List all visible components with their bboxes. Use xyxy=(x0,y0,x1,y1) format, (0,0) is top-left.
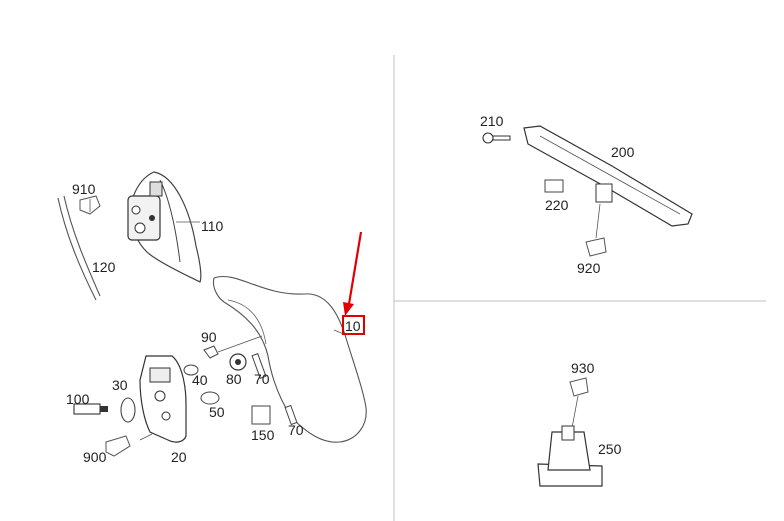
part-920-tag xyxy=(585,237,607,257)
callout-120[interactable]: 120 xyxy=(92,259,116,275)
callout-150[interactable]: 150 xyxy=(251,427,275,443)
callout-20[interactable]: 20 xyxy=(171,449,187,465)
part-50-bulb xyxy=(200,391,220,405)
callout-30[interactable]: 30 xyxy=(112,377,128,393)
leader-930 xyxy=(571,395,579,429)
callout-250[interactable]: 250 xyxy=(598,441,622,457)
callout-210[interactable]: 210 xyxy=(480,113,504,129)
callout-930[interactable]: 930 xyxy=(571,360,595,376)
part-110-housing xyxy=(127,171,202,283)
leader-90 xyxy=(217,335,263,353)
part-250-switch xyxy=(537,425,603,487)
callout-910[interactable]: 910 xyxy=(72,181,96,197)
pointer-arrow-head xyxy=(343,302,354,316)
part-930-tag xyxy=(569,377,589,397)
part-120-seal xyxy=(57,195,101,301)
callout-70-upper[interactable]: 70 xyxy=(254,371,270,387)
part-30-washer xyxy=(120,397,136,423)
callout-220[interactable]: 220 xyxy=(545,197,569,213)
part-220-nut xyxy=(544,179,564,193)
callout-10-highlight xyxy=(342,315,365,335)
callout-110[interactable]: 110 xyxy=(201,218,224,234)
callout-920[interactable]: 920 xyxy=(577,260,601,276)
callout-70-lower[interactable]: 70 xyxy=(288,422,304,438)
callout-80[interactable]: 80 xyxy=(226,371,242,387)
pointer-arrow xyxy=(347,231,363,305)
part-150-block xyxy=(251,405,271,425)
callout-100[interactable]: 100 xyxy=(66,391,90,407)
bracket-detail xyxy=(539,135,681,215)
part-200-motor xyxy=(595,183,613,203)
callout-90[interactable]: 90 xyxy=(201,329,217,345)
part-40-bulb xyxy=(183,364,199,376)
part-100-connector xyxy=(73,403,108,415)
part-80-socket xyxy=(229,353,247,371)
part-200-bracket xyxy=(523,125,693,227)
mirror-inner-line xyxy=(227,299,267,345)
callout-50[interactable]: 50 xyxy=(209,404,225,420)
callout-10[interactable]: 10 xyxy=(345,318,361,334)
callout-40[interactable]: 40 xyxy=(192,372,208,388)
callout-900[interactable]: 900 xyxy=(83,449,107,465)
part-70-clip-upper xyxy=(251,353,267,379)
callout-200[interactable]: 200 xyxy=(611,144,635,160)
part-90-bulb xyxy=(203,345,219,359)
part-10-mirror-glass xyxy=(212,276,367,443)
part-210-screw xyxy=(482,132,511,144)
part-900-tag xyxy=(105,435,131,457)
part-70-clip-lower xyxy=(284,404,298,426)
leader-920 xyxy=(595,203,601,239)
part-20-inner-housing xyxy=(139,355,187,443)
